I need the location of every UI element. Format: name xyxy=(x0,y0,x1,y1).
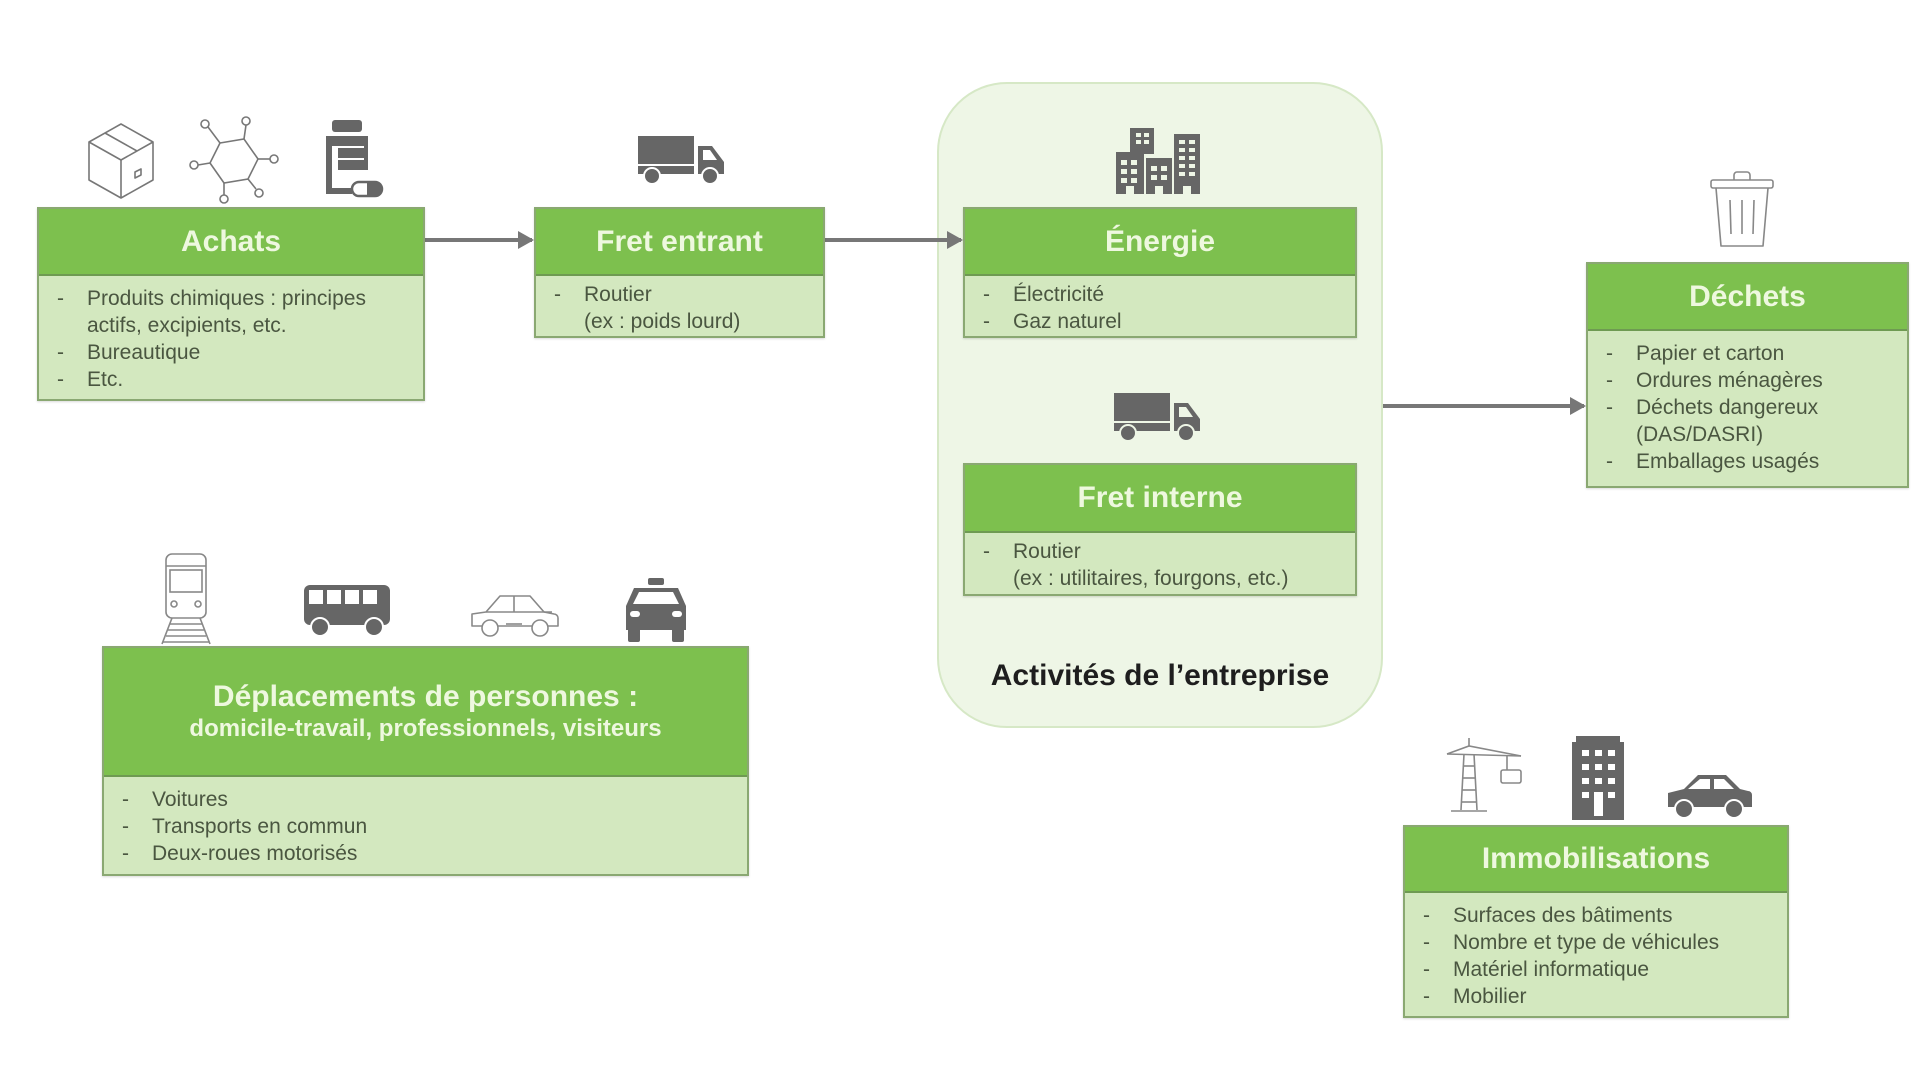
list-item: -Ordures ménagères xyxy=(1606,369,1823,392)
list-item: -Transports en commun xyxy=(122,815,368,838)
list-item: -Etc. xyxy=(57,368,124,391)
list-item: -Emballages usagés xyxy=(1606,450,1820,473)
car-icon xyxy=(1668,775,1752,819)
dechets-box: Déchets -Papier et carton -Ordures ménag… xyxy=(1586,262,1909,488)
list-item: -Nombre et type de véhicules xyxy=(1423,931,1720,954)
fret-entrant-title: Fret entrant xyxy=(596,224,763,258)
achats-header: Achats xyxy=(39,209,423,276)
train-icon xyxy=(161,553,211,645)
list-item: -Gaz naturel xyxy=(983,310,1122,333)
deplacements-header: Déplacements de personnes : domicile-tra… xyxy=(104,648,747,777)
trash-icon xyxy=(1710,171,1774,247)
fret-interne-list: -Routier(ex : utilitaires, fourgons, etc… xyxy=(965,533,1355,600)
deplacements-box: Déplacements de personnes : domicile-tra… xyxy=(102,646,749,876)
arrow-activities-to-dechets xyxy=(1383,397,1586,415)
deplacements-title: Déplacements de personnes : xyxy=(212,679,639,713)
list-item: -Voitures xyxy=(122,788,228,811)
taxi-icon xyxy=(626,578,686,642)
fret-entrant-header: Fret entrant xyxy=(536,209,823,276)
company-activities-title: Activités de l’entreprise xyxy=(990,659,1330,692)
molecule-icon xyxy=(189,116,279,204)
list-item: -Déchets dangereux(DAS/DASRI) xyxy=(1606,396,1819,446)
list-item: -Mobilier xyxy=(1423,985,1527,1008)
list-item: -Deux-roues motorisés xyxy=(122,842,358,865)
car-outline-icon xyxy=(471,595,559,637)
list-item: -Routier(ex : utilitaires, fourgons, etc… xyxy=(983,540,1289,590)
arrow-achats-to-fret-entrant xyxy=(424,231,534,249)
truck-icon xyxy=(638,136,724,185)
fret-interne-title: Fret interne xyxy=(1077,481,1243,514)
crane-icon xyxy=(1446,738,1522,812)
list-item: -Électricité xyxy=(983,283,1105,306)
fret-interne-header: Fret interne xyxy=(965,465,1355,533)
fret-interne-box: Fret interne -Routier(ex : utilitaires, … xyxy=(963,463,1357,596)
immobilisations-list: -Surfaces des bâtiments -Nombre et type … xyxy=(1405,893,1787,1018)
buildings-icon xyxy=(1116,128,1200,194)
energie-title: Énergie xyxy=(1104,224,1216,258)
list-item: -Routier(ex : poids lourd) xyxy=(554,283,741,333)
list-item: -Surfaces des bâtiments xyxy=(1423,904,1673,927)
deplacements-list: -Voitures -Transports en commun -Deux-ro… xyxy=(104,777,747,875)
immobilisations-title: Immobilisations xyxy=(1481,842,1711,875)
immobilisations-header: Immobilisations xyxy=(1405,827,1787,893)
achats-title: Achats xyxy=(180,224,282,258)
dechets-list: -Papier et carton -Ordures ménagères -Dé… xyxy=(1588,331,1907,483)
fret-entrant-list: -Routier(ex : poids lourd) xyxy=(536,276,823,343)
dechets-header: Déchets xyxy=(1588,264,1907,331)
fret-entrant-box: Fret entrant -Routier(ex : poids lourd) xyxy=(534,207,825,338)
arrow-fret-entrant-to-energie xyxy=(824,231,963,249)
energie-list: -Électricité -Gaz naturel xyxy=(965,276,1355,343)
achats-list: -Produits chimiques : principes actifs, … xyxy=(39,276,423,401)
list-item: -Bureautique xyxy=(57,341,201,364)
energie-header: Énergie xyxy=(965,209,1355,276)
achats-box: Achats -Produits chimiques : principes a… xyxy=(37,207,425,401)
deplacements-subtitle: domicile-travail, professionnels, visite… xyxy=(189,714,662,742)
dechets-title: Déchets xyxy=(1689,279,1806,313)
energie-box: Énergie -Électricité -Gaz naturel xyxy=(963,207,1357,338)
immobilisations-box: Immobilisations -Surfaces des bâtiments … xyxy=(1403,825,1789,1018)
truck-icon xyxy=(1114,393,1200,442)
list-item: -Papier et carton xyxy=(1606,342,1785,365)
bus-icon xyxy=(304,585,390,637)
building-icon xyxy=(1572,736,1624,820)
box-icon xyxy=(88,123,154,199)
pill-bottle-icon xyxy=(326,120,384,198)
list-item: -Produits chimiques : principes actifs, … xyxy=(57,287,366,337)
list-item: -Matériel informatique xyxy=(1423,958,1650,981)
